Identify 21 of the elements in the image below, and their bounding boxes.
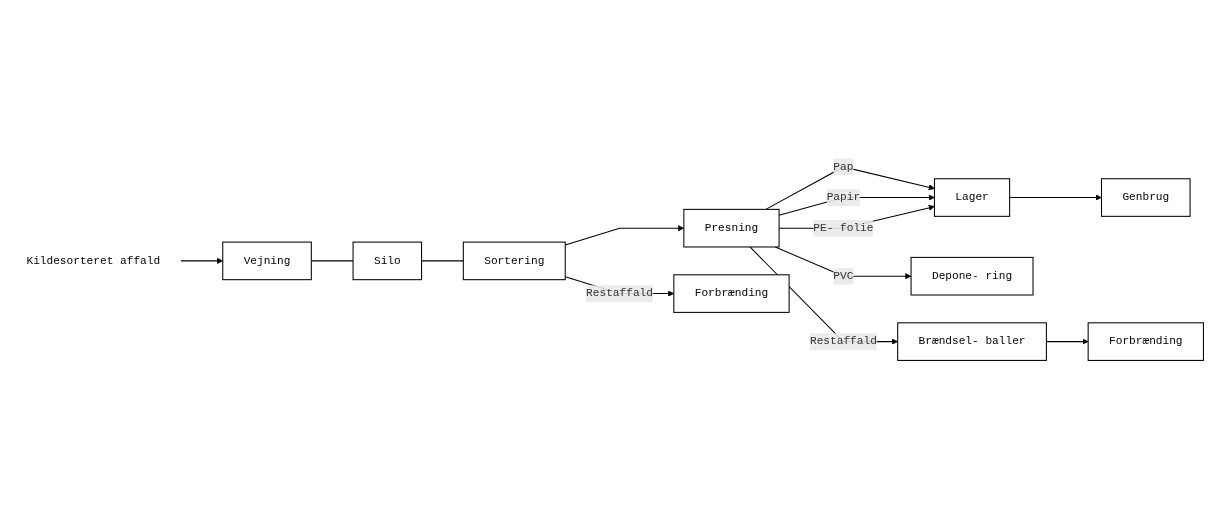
node-text: Kildesorteret affald (26, 254, 161, 268)
node-box: Forbrænding (1087, 322, 1204, 361)
edge-label: Restaffald (809, 335, 877, 348)
connector (421, 260, 464, 262)
edge-label: PVC (833, 269, 854, 283)
node-box: Silo (352, 241, 423, 281)
node-box: Depone- ring (910, 256, 1034, 296)
node-box: Presning (683, 208, 780, 248)
node-box: Brændsel- baller (897, 322, 1047, 361)
edge-label: Restaffald (586, 287, 653, 300)
node-box: Genbrug (1101, 178, 1191, 217)
node-box: Vejning (222, 241, 312, 281)
node-box: Forbrænding (673, 274, 790, 313)
arrow (1009, 194, 1102, 201)
edge-label: PE- folie (813, 221, 874, 235)
node-box: Lager (933, 178, 1011, 217)
edge-label: Pap (833, 160, 854, 174)
arrow (749, 246, 898, 345)
node-box: Sortering (462, 241, 566, 281)
edge-label: Papir (826, 191, 861, 204)
arrow (765, 166, 935, 210)
